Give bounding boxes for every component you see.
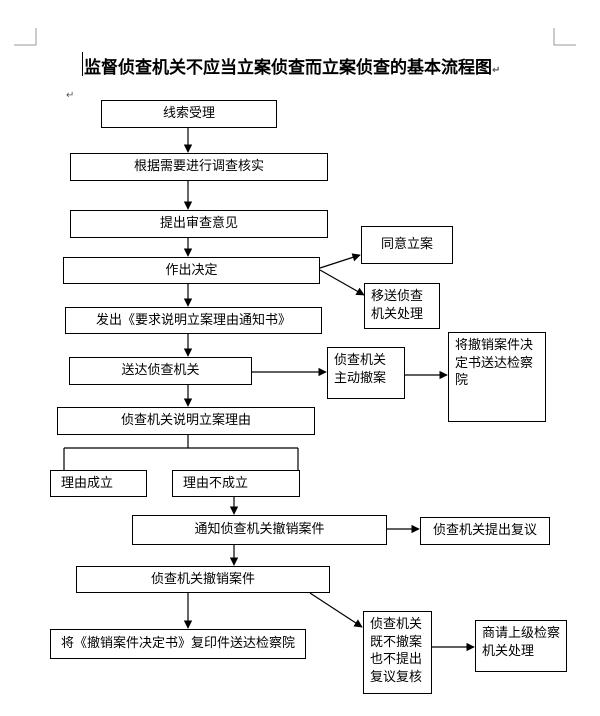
node-reason-invalid: 理由不成立 [172,470,300,497]
node-investigate-verify: 根据需要进行调查核实 [70,153,328,181]
paragraph-mark: ↵ [492,65,501,76]
node-send-decision-copy: 将《撤销案件决定书》复印件送达检察院 [50,629,306,659]
empty-paragraph-mark: ↵ [66,90,75,101]
node-deliver-investigation-agency: 送达侦查机关 [69,357,252,385]
node-transfer-investigation-agency: 移送侦查机关处理 [364,283,440,329]
node-make-decision: 作出决定 [63,257,320,284]
node-clue-acceptance: 线索受理 [101,100,277,128]
node-agree-filing: 同意立案 [361,226,453,264]
node-review-opinion: 提出审查意见 [70,210,328,238]
node-agency-withdraws-case: 侦查机关主动撤案 [327,347,405,399]
page-title: 监督侦查机关不应当立案侦查而立案侦查的基本流程图↵ [84,58,501,78]
node-agency-requests-review: 侦查机关提出复议 [420,517,550,545]
page-corner-top-right [553,28,576,46]
text-cursor [82,52,83,76]
node-neither-withdraw-nor-review: 侦查机关既不撤案也不提出复议复核 [363,611,432,694]
node-notify-withdraw-case: 通知侦查机关撤销案件 [132,515,387,545]
node-agency-withdraws: 侦查机关撤销案件 [76,566,330,593]
page-corner-top-left [14,28,37,46]
node-request-superior-agency: 商请上级检察机关处理 [475,620,567,672]
node-send-withdrawal-decision: 将撤销案件决定书送达检察院 [448,332,546,422]
node-issue-notice: 发出《要求说明立案理由通知书》 [65,307,322,334]
node-reason-valid: 理由成立 [50,470,147,497]
node-agency-explains-reason: 侦查机关说明立案理由 [57,407,315,435]
